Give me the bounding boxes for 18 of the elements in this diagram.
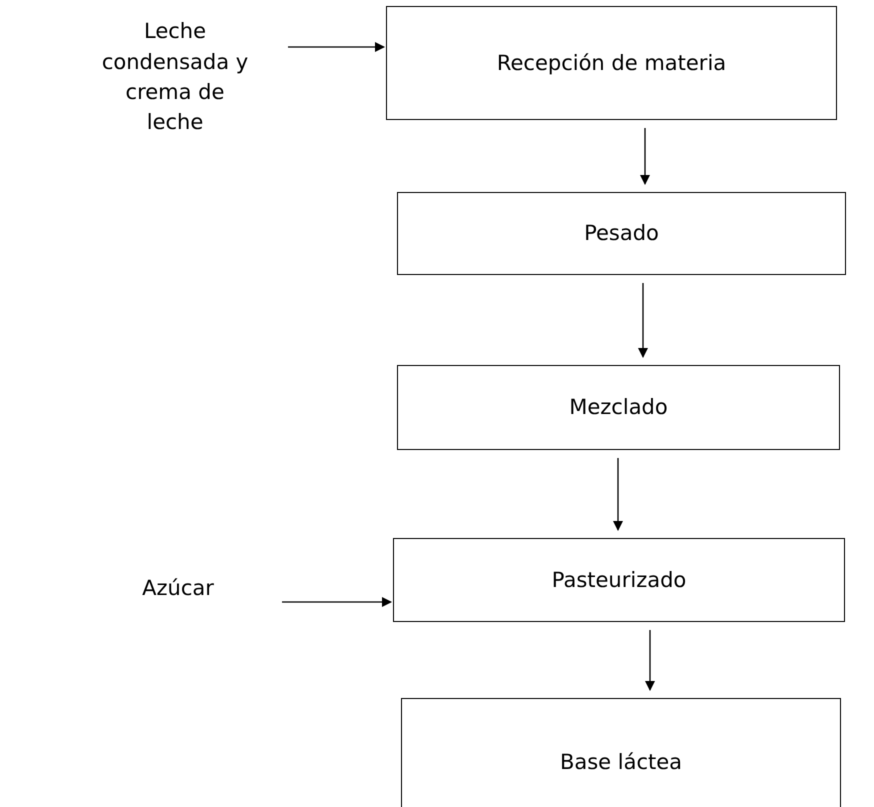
process-box bbox=[393, 538, 845, 622]
arrow bbox=[282, 597, 392, 607]
arrow bbox=[288, 42, 385, 52]
process-text: Recepción de materia bbox=[496, 50, 726, 77]
process-box bbox=[386, 6, 837, 120]
process-text: Azúcar bbox=[142, 574, 214, 602]
process-text: Mezclado bbox=[569, 394, 668, 422]
process-text: Pasteurizado bbox=[552, 566, 686, 594]
process-box bbox=[401, 698, 841, 807]
process-box bbox=[397, 192, 846, 275]
process-box bbox=[397, 365, 840, 450]
process-text: Leche condensada y crema de leche bbox=[100, 18, 250, 136]
process-text: Base láctea bbox=[560, 749, 682, 776]
arrow bbox=[640, 128, 650, 185]
arrow bbox=[613, 458, 623, 531]
arrow bbox=[638, 283, 648, 358]
arrow bbox=[645, 630, 655, 691]
process-text: Pesado bbox=[584, 220, 659, 248]
